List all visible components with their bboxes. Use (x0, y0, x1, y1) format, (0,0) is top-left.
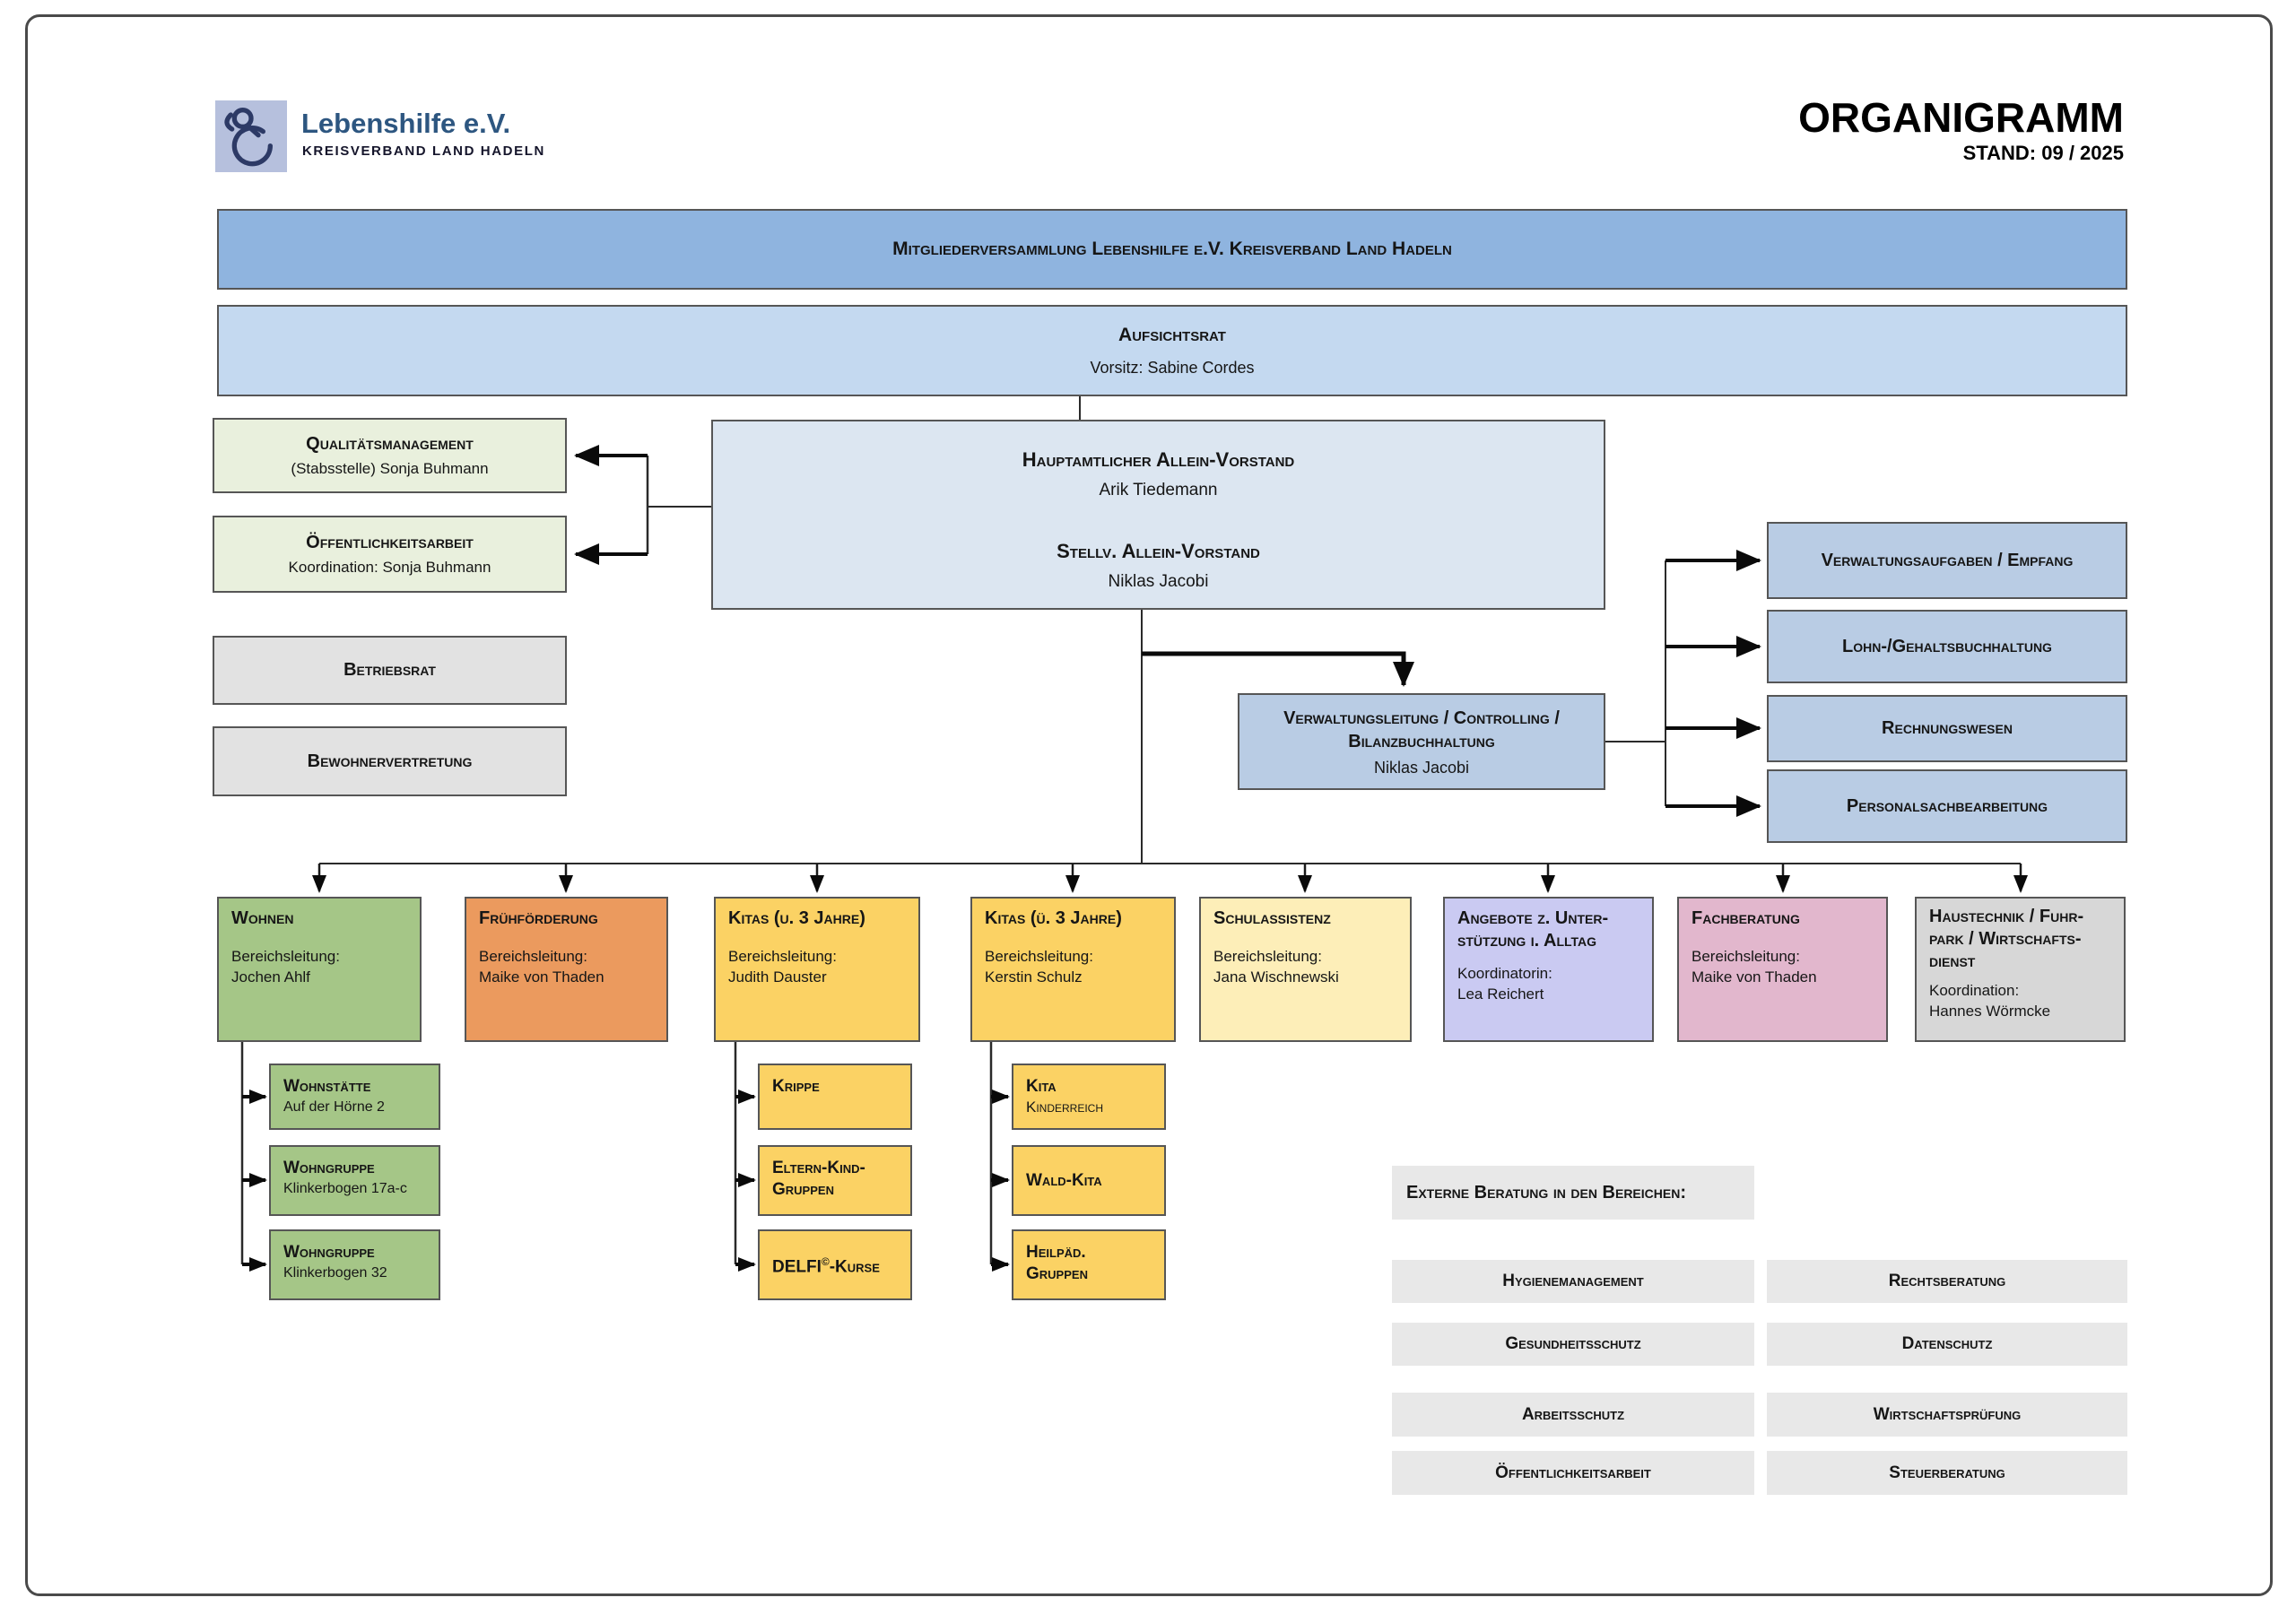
department-kitas-u3: Kitas (u. 3 Jahre) Bereichsleitung:Judit… (714, 897, 920, 1042)
subunit-wald-kita: Wald-Kita (1012, 1145, 1166, 1216)
page-border-frame (25, 14, 2273, 1596)
box-mitgliederversammlung: Mitgliederversammlung Lebenshilfe e.V. K… (217, 209, 2127, 290)
department-fruehfoerderung: Frühförderung Bereichsleitung:Maike von … (465, 897, 668, 1042)
subunit-detail: Kinderreich (1026, 1098, 1104, 1116)
department-lead: Bereichsleitung:Kerstin Schulz (985, 948, 1093, 985)
subunit-detail: Auf der Hörne 2 (283, 1099, 385, 1115)
department-lead: Koordination:Hannes Wörmcke (1929, 982, 2051, 1020)
department-wohnen: Wohnen Bereichsleitung:Jochen Ahlf (217, 897, 422, 1042)
box-title: Öffentlichkeitsarbeit (306, 532, 474, 552)
lebenshilfe-logo (215, 100, 287, 172)
external-item-arbeitsschutz: Arbeitsschutz (1392, 1393, 1754, 1437)
subunit-krippe: Krippe (758, 1064, 912, 1130)
external-item-datenschutz: Datenschutz (1767, 1323, 2127, 1366)
box-title: Lohn-/Gehaltsbuchhaltung (1842, 636, 2052, 656)
box-subtitle: (Stabsstelle) Sonja Buhmann (291, 459, 489, 477)
external-item-wirtschaftspruefung: Wirtschaftsprüfung (1767, 1393, 2127, 1437)
department-lead: Koordinatorin:Lea Reichert (1457, 965, 1552, 1003)
department-title: Kitas (u. 3 Jahre) (728, 908, 865, 928)
department-schulassistenz: Schulassistenz Bereichsleitung:Jana Wisc… (1199, 897, 1412, 1042)
subunit-wohnstaette: Wohnstätte Auf der Hörne 2 (269, 1064, 440, 1130)
subunit-heilpaed-gruppen: Heilpäd. Gruppen (1012, 1229, 1166, 1300)
subunit-wohngruppe-32: Wohngruppe Klinkerbogen 32 (269, 1229, 440, 1300)
department-haustechnik: Haustechnik / Fuhr-park / Wirtschafts-di… (1915, 897, 2126, 1042)
box-title: Personalsachbearbeitung (1846, 795, 2048, 816)
box-title: Verwaltungsleitung / Controlling / Bilan… (1283, 708, 1560, 751)
org-subtitle: KREISVERBAND LAND HADELN (302, 143, 545, 159)
box-verwaltungsaufgaben-empfang: Verwaltungsaufgaben / Empfang (1767, 522, 2127, 599)
department-kitas-ue3: Kitas (ü. 3 Jahre) Bereichsleitung:Kerst… (970, 897, 1176, 1042)
department-lead: Bereichsleitung:Judith Dauster (728, 948, 837, 985)
department-lead: Bereichsleitung:Jochen Ahlf (231, 948, 340, 985)
page-date-stamp: STAND: 09 / 2025 (1962, 142, 2124, 164)
department-lead: Bereichsleitung:Jana Wischnewski (1213, 948, 1339, 985)
vorstand-person: Arik Tiedemann (1099, 481, 1218, 499)
box-subtitle: Koordination: Sonja Buhmann (288, 558, 491, 576)
box-subtitle: Vorsitz: Sabine Cordes (1090, 358, 1255, 377)
department-lead: Bereichsleitung:Maike von Thaden (1692, 948, 1817, 985)
department-title: Fachberatung (1692, 908, 1800, 928)
department-angebote-alltag: Angebote z. Unter-stützung i. Alltag Koo… (1443, 897, 1654, 1042)
subunit-title: DELFI©-Kurse (772, 1255, 880, 1277)
page-title: ORGANIGRAMM (1798, 94, 2124, 141)
subunit-title: Heilpäd. Gruppen (1026, 1243, 1088, 1283)
box-vorstand: Hauptamtlicher Allein-Vorstand Arik Tied… (711, 420, 1605, 610)
box-title: Verwaltungsaufgaben / Empfang (1821, 550, 2074, 570)
department-title: Angebote z. Unter-stützung i. Alltag (1457, 908, 1609, 951)
box-title: Mitgliederversammlung Lebenshilfe e.V. K… (892, 239, 1452, 259)
stellv-vorstand-role: Stellv. Allein-Vorstand (1057, 540, 1260, 562)
box-bewohnervertretung: Bewohnervertretung (213, 726, 567, 796)
box-title: Bewohnervertretung (307, 751, 473, 771)
lebenshilfe-logo-mark (224, 108, 273, 167)
external-item-hygienemanagement: Hygienemanagement (1392, 1260, 1754, 1303)
department-title: Kitas (ü. 3 Jahre) (985, 908, 1122, 928)
subunit-title: Wohnstätte (283, 1077, 371, 1096)
subunit-eltern-kind-gruppen: Eltern-Kind-Gruppen (758, 1145, 912, 1216)
department-lead: Bereichsleitung:Maike von Thaden (479, 948, 604, 985)
subunit-delfi-kurse: DELFI©-Kurse (758, 1229, 912, 1300)
box-title: Aufsichtsrat (1118, 324, 1226, 345)
box-lohn-gehaltsbuchhaltung: Lohn-/Gehaltsbuchhaltung (1767, 610, 2127, 683)
box-oeffentlichkeitsarbeit: Öffentlichkeitsarbeit Koordination: Sonj… (213, 516, 567, 593)
box-title: Rechnungswesen (1882, 718, 2013, 738)
box-verwaltungsleitung: Verwaltungsleitung / Controlling / Bilan… (1238, 693, 1605, 790)
department-title: Schulassistenz (1213, 908, 1331, 928)
subunit-kita-kinderreich: Kita Kinderreich (1012, 1064, 1166, 1130)
subunit-title: Wohngruppe (283, 1159, 375, 1177)
external-item-oeffentlichkeitsarbeit: Öffentlichkeitsarbeit (1392, 1451, 1754, 1495)
box-qualitaetsmanagement: Qualitätsmanagement (Stabsstelle) Sonja … (213, 418, 567, 493)
org-name: Lebenshilfe e.V. (301, 108, 511, 139)
box-title: Qualitätsmanagement (306, 433, 474, 454)
box-betriebsrat: Betriebsrat (213, 636, 567, 705)
subunit-title: Kita (1026, 1077, 1057, 1096)
department-title: Frühförderung (479, 908, 598, 928)
vorstand-role: Hauptamtlicher Allein-Vorstand (1022, 448, 1295, 471)
box-rechnungswesen: Rechnungswesen (1767, 695, 2127, 762)
department-title: Wohnen (231, 908, 294, 928)
external-consulting-header: Externe Beratung in den Bereichen: (1392, 1166, 1754, 1220)
external-item-steuerberatung: Steuerberatung (1767, 1451, 2127, 1495)
stellv-vorstand-person: Niklas Jacobi (1108, 572, 1209, 591)
subunit-detail: Klinkerbogen 32 (283, 1265, 387, 1281)
subunit-wohngruppe-17: Wohngruppe Klinkerbogen 17a-c (269, 1145, 440, 1216)
box-personalsachbearbeitung: Personalsachbearbeitung (1767, 769, 2127, 843)
box-person: Niklas Jacobi (1373, 758, 1470, 777)
external-item-gesundheitsschutz: Gesundheitsschutz (1392, 1323, 1754, 1366)
box-title: Betriebsrat (344, 660, 436, 680)
external-item-rechtsberatung: Rechtsberatung (1767, 1260, 2127, 1303)
subunit-title: Krippe (772, 1077, 820, 1096)
box-aufsichtsrat: Aufsichtsrat Vorsitz: Sabine Cordes (217, 305, 2127, 396)
subunit-title: Eltern-Kind-Gruppen (772, 1159, 865, 1199)
subunit-detail: Klinkerbogen 17a-c (283, 1181, 407, 1196)
subunit-title: Wohngruppe (283, 1243, 375, 1262)
external-consulting-title: Externe Beratung in den Bereichen: (1406, 1182, 1686, 1203)
department-fachberatung: Fachberatung Bereichsleitung:Maike von T… (1677, 897, 1888, 1042)
subunit-title: Wald-Kita (1026, 1171, 1102, 1190)
department-title: Haustechnik / Fuhr-park / Wirtschafts-di… (1929, 907, 2084, 971)
